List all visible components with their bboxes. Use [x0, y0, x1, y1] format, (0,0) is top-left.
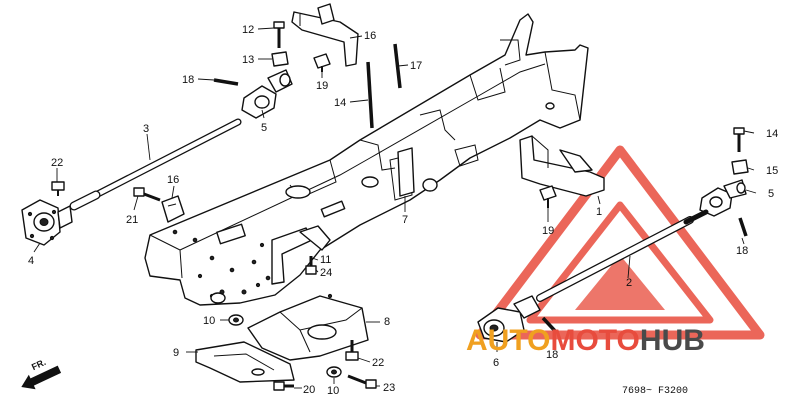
callout-labels: 12 13 18 5 16 19 17 14 3 22 16 21 4 7 11…: [28, 24, 778, 397]
front-direction-marker: FR.: [21, 357, 62, 390]
part-4-flange-yoke: [21, 199, 73, 246]
callout-18-bottom: 18: [546, 349, 558, 361]
part-2-shaft: [536, 209, 709, 302]
callout-24: 24: [320, 267, 332, 279]
callout-18-right: 18: [736, 245, 748, 257]
part-18-pin-right: [738, 217, 748, 237]
callout-23: 23: [383, 382, 395, 394]
part-5-universal-joint-right: [699, 179, 747, 217]
callout-22-lower: 22: [372, 357, 384, 369]
part-14-bolt-right: [733, 127, 745, 152]
part-17-stud: [393, 43, 402, 89]
part-3-shaft: [69, 118, 242, 211]
callout-7: 7: [402, 214, 408, 226]
callout-10-lower: 10: [327, 385, 339, 397]
leader-lines: [33, 27, 757, 389]
callout-12: 16: [364, 30, 376, 42]
callout-18-left: 18: [182, 74, 194, 86]
part-5-universal-joint-left: [241, 69, 293, 119]
callout-14-upper: 12: [242, 24, 254, 36]
part-16-nut-upper: [271, 51, 289, 67]
callout-14-right: 14: [766, 128, 778, 140]
callout-3: 3: [143, 123, 149, 135]
part-13-block: [161, 195, 185, 223]
callout-16-right: 15: [766, 165, 778, 177]
part-22-bolt-lower: [345, 340, 359, 361]
part-23-bolt: [347, 374, 377, 389]
callout-15: 14: [334, 97, 346, 109]
callout-4: 4: [28, 255, 34, 267]
watermark-moto: MOTO: [550, 324, 639, 357]
callout-11: 11: [320, 254, 331, 266]
part-1-bracket: [519, 135, 605, 197]
front-label: FR.: [30, 357, 47, 372]
callout-19-upper: 19: [316, 80, 328, 92]
diagram-code: 7698~ F3200: [622, 386, 688, 397]
callout-17: 17: [410, 60, 422, 72]
callout-21: 21: [126, 214, 138, 226]
part-15-stud: [366, 61, 374, 129]
part-12-bracket: [291, 3, 359, 67]
watermark-auto: AUTO: [466, 324, 550, 357]
callout-13: 16: [167, 174, 179, 186]
watermark-logo: [475, 145, 765, 340]
part-11-bracket: [271, 225, 331, 285]
callout-2: 2: [626, 277, 632, 289]
callout-8: 8: [384, 316, 390, 328]
main-frame: [144, 13, 589, 306]
callout-6: 6: [493, 357, 499, 369]
part-6-joint: [477, 295, 541, 343]
callout-16-upper: 13: [242, 54, 254, 66]
part-16-nut-right: [731, 159, 749, 175]
watermark-text: AUTOMOTOHUB: [466, 324, 705, 357]
part-20-bolt: [273, 381, 294, 391]
part-22-bolt-left: [51, 181, 65, 196]
watermark-hub: HUB: [640, 324, 705, 357]
part-7-bracket: [397, 147, 415, 197]
callout-1: 1: [596, 206, 602, 218]
svg-text:AUTOMOTOHUB: AUTOMOTOHUB: [466, 324, 705, 357]
callout-5-right: 5: [768, 188, 774, 200]
callout-20: 20: [303, 384, 315, 396]
part-18-pin-left: [213, 78, 239, 86]
part-18-pin-bottom: [541, 316, 558, 334]
part-19-bolt-right: [539, 185, 557, 208]
part-21-bolt: [133, 187, 161, 202]
part-19-bolt-upper: [313, 53, 331, 72]
callout-5-left: 5: [261, 122, 267, 134]
callout-19-right: 19: [542, 225, 554, 237]
part-8-skid-plate: [247, 293, 369, 361]
callout-9: 9: [173, 347, 179, 359]
part-9-bracket: [195, 341, 295, 383]
callout-22-left: 22: [51, 157, 63, 169]
part-14-bolt-upper: [273, 21, 285, 48]
callout-10-left: 10: [203, 315, 215, 327]
